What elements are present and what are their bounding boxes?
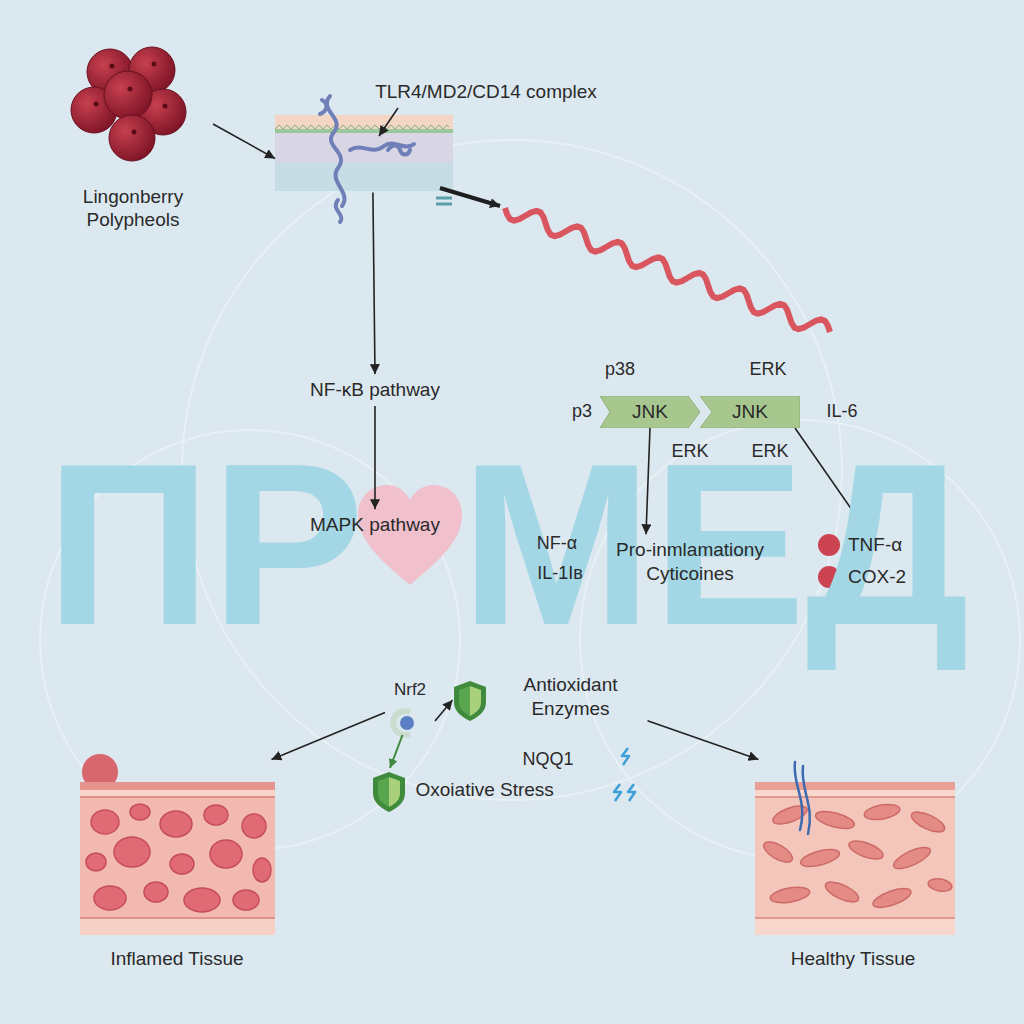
- shield-icon: [454, 681, 486, 721]
- cytokine-label: IL-1Iв: [537, 563, 583, 585]
- node-text: Antioxidant Enzymes: [498, 673, 644, 721]
- kinase-label: p3: [572, 401, 592, 423]
- connector-arrow: [390, 735, 403, 768]
- peptide-helix: [505, 208, 830, 332]
- watermark: ПР: [46, 430, 365, 660]
- receptor-protein: [320, 96, 414, 222]
- kinase-box: JNK: [600, 396, 700, 428]
- tissue-panel: Inflamed Tissue: [72, 760, 282, 975]
- kinase-box: JNK: [700, 396, 800, 428]
- berry-cluster: [71, 47, 186, 161]
- shield-icon: [373, 772, 405, 812]
- pathway-label: NF-κB pathway: [302, 374, 448, 406]
- connector-arrow: [373, 193, 375, 375]
- node-text: TNF-α: [848, 533, 902, 557]
- receptor-complex: TLR4/MD2/CD14 complex: [275, 108, 453, 193]
- connector-arrow: [435, 700, 453, 721]
- node-text: MAPK pathway: [310, 513, 440, 537]
- node-text: Oxoiative Stress: [416, 778, 554, 802]
- source-label: Lingonberry Polypheols: [53, 40, 213, 240]
- node-text: Nrf2: [394, 679, 426, 700]
- background-rings: [40, 140, 1020, 860]
- cell-membrane: [275, 115, 453, 191]
- nrf2-icon: [393, 711, 414, 735]
- connector-arrow: [374, 406, 376, 509]
- mediator-list: TNF-αCOX-2: [812, 527, 942, 595]
- connector-arrow: [213, 124, 275, 159]
- connector-arrow: [272, 713, 386, 760]
- leader-line: [379, 108, 398, 136]
- node-text: TLR4/MD2/CD14 complex: [375, 80, 597, 104]
- inflamed-tissue: [80, 754, 275, 935]
- healthy-tissue: [755, 762, 955, 935]
- kinase-label: ERK: [749, 359, 786, 381]
- cytokine-label: Pro-inmlamationy Cyticoines: [580, 534, 800, 590]
- node-text: Pro-inmlamationy Cyticoines: [586, 538, 794, 586]
- node-text: Inflamed Tissue: [110, 947, 243, 971]
- kinase-shape-fill: [700, 396, 800, 428]
- enzyme-label: NQQ1: [522, 749, 573, 771]
- kinase-shape-fill: [600, 396, 700, 428]
- cytokine-label: NF-α: [537, 533, 577, 555]
- lightning-icon: [614, 748, 635, 801]
- node-text: JNK: [632, 400, 668, 424]
- node-text: JNK: [732, 400, 768, 424]
- ion-marks: [436, 198, 452, 204]
- nrf2-factor: Nrf2: [385, 679, 435, 735]
- stress-label: Oxoiative Stress: [366, 768, 611, 812]
- kinase-label: p38: [605, 359, 635, 381]
- tissue-panel: Healthy Tissue: [748, 760, 958, 975]
- cytokine-label: IL-6: [826, 401, 857, 423]
- node-text: NF-κB pathway: [310, 378, 440, 402]
- pathway-label: MAPK pathway: [302, 509, 448, 541]
- antioxidant-label: Antioxidant Enzymes: [453, 667, 648, 727]
- node-text: Healthy Tissue: [791, 947, 916, 971]
- connector-arrow: [648, 721, 759, 760]
- node-text: Lingonberry Polypheols: [57, 185, 209, 233]
- node-text: COX-2: [848, 565, 906, 589]
